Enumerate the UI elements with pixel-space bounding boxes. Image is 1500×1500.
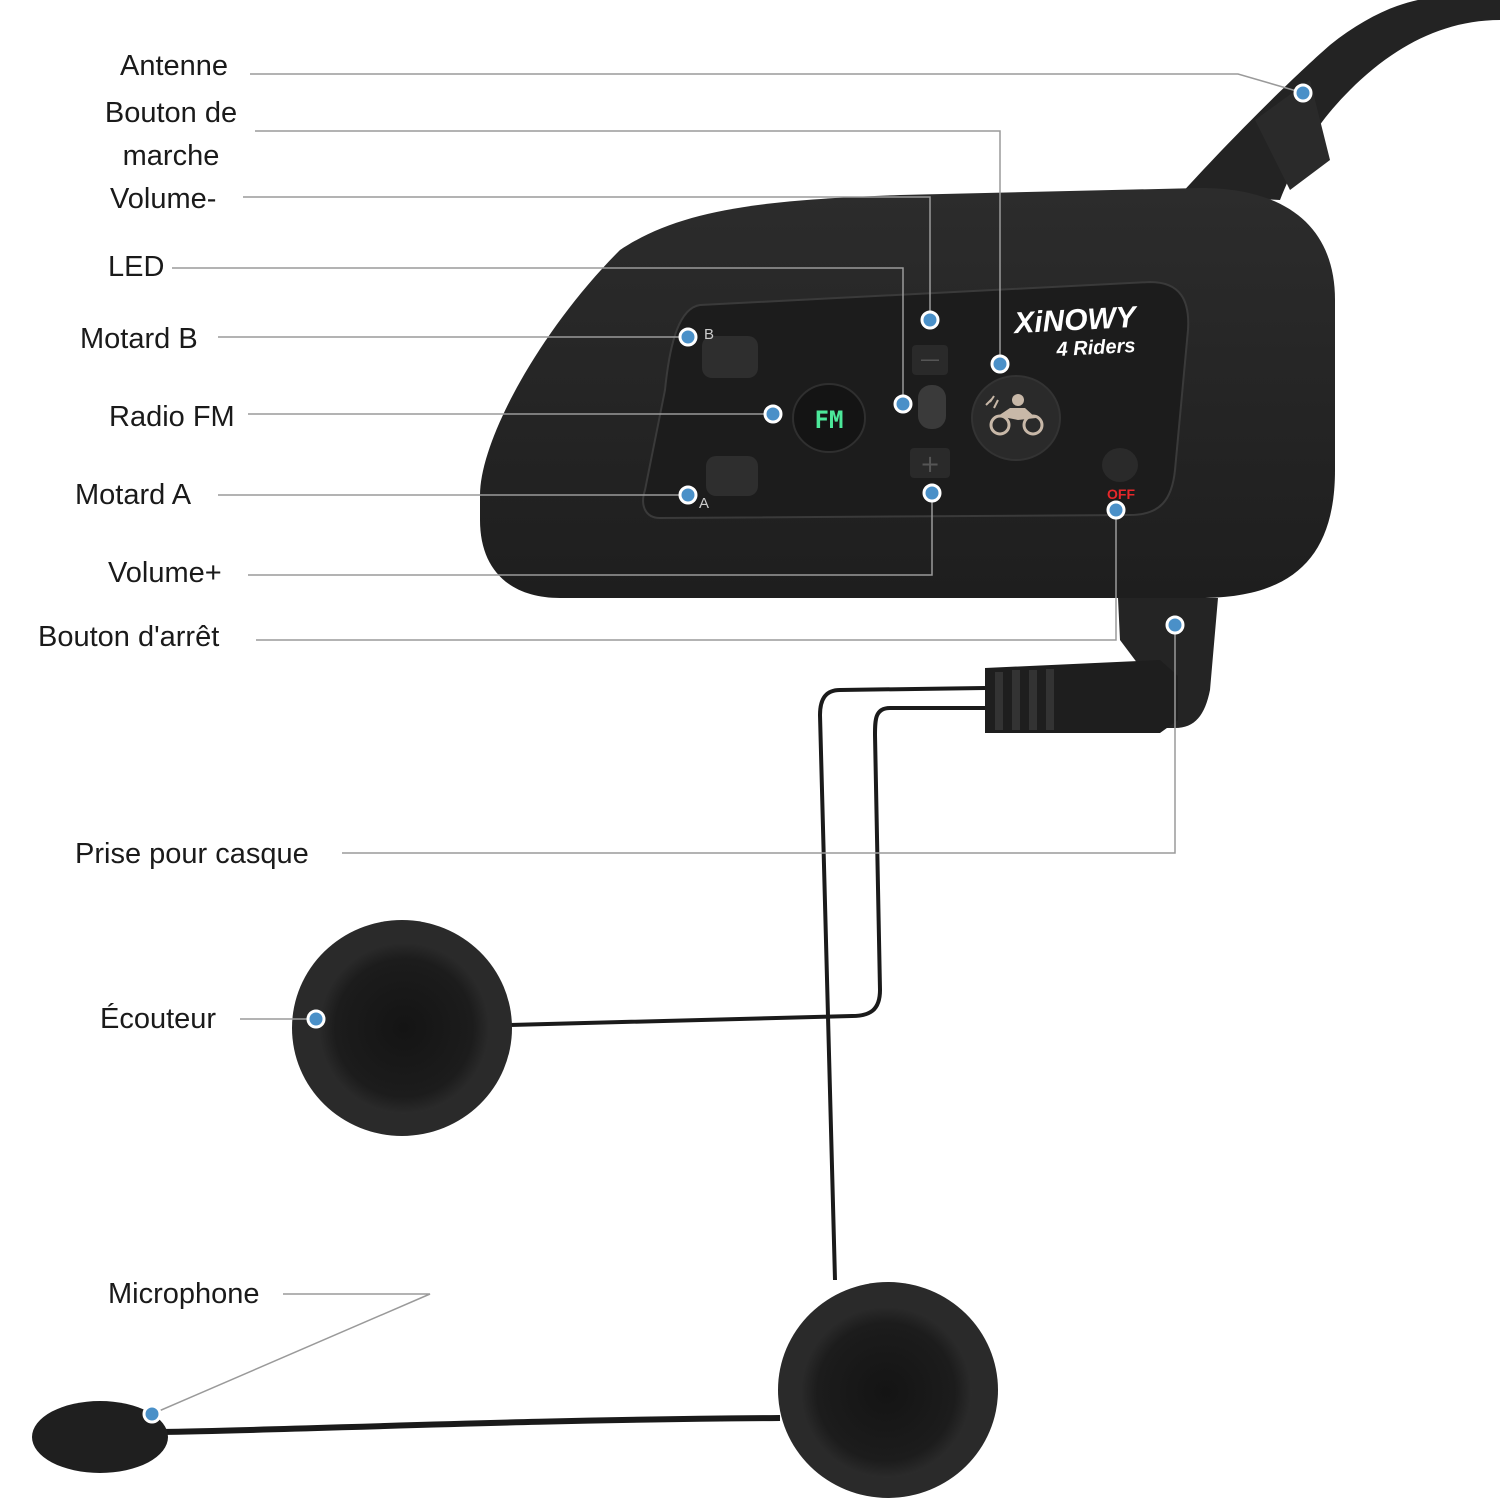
key-a-label: A [699, 495, 709, 512]
key-b-label: B [704, 326, 714, 343]
dot-led [893, 394, 913, 414]
antenna [1180, 0, 1500, 200]
label-bouton-marche: Bouton de marche [104, 97, 238, 172]
plus-glyph: + [920, 450, 940, 478]
label-volume-minus: Volume- [110, 183, 217, 215]
microphone-boom [159, 1415, 781, 1435]
label-radio-fm: Radio FM [109, 401, 235, 433]
label-motard-b: Motard B [80, 323, 198, 355]
brand-logo: XiNOWY [1011, 301, 1139, 341]
dot-volume-minus [920, 310, 940, 330]
earpiece-speaker [292, 920, 512, 1136]
motard-a-button[interactable] [706, 456, 758, 496]
callout-dots [142, 83, 1313, 1424]
dot-bouton-marche [990, 354, 1010, 374]
dot-motard-a [678, 485, 698, 505]
label-led: LED [108, 251, 165, 283]
dot-motard-b [678, 327, 698, 347]
volume-minus-button[interactable] [912, 345, 948, 375]
model-label: 4 Riders [1055, 335, 1136, 361]
volume-plus-button[interactable] [910, 448, 950, 478]
off-button[interactable] [1102, 448, 1138, 482]
fm-label: FM [815, 406, 844, 434]
dot-volume-plus [922, 483, 942, 503]
label-microphone: Microphone [108, 1278, 260, 1310]
motard-b-button[interactable] [702, 336, 758, 378]
second-speaker [778, 1282, 998, 1498]
dot-bouton-arret [1106, 500, 1126, 520]
callout-lines [151, 73, 1301, 1415]
label-motard-a: Motard A [75, 479, 192, 511]
dot-antenne [1293, 83, 1313, 103]
antenna-joint [1255, 80, 1330, 190]
speaker-cable-2 [509, 706, 985, 1027]
fm-button[interactable] [792, 383, 866, 453]
off-label: OFF [1107, 486, 1135, 502]
dot-radio-fm [763, 404, 783, 424]
dot-prise-casque [1165, 615, 1185, 635]
led-indicator [918, 385, 946, 429]
front-panel [642, 280, 1190, 520]
label-volume-plus: Volume+ [108, 557, 222, 589]
motorcycle-rider-icon [985, 394, 1044, 436]
jack-socket [1118, 598, 1218, 728]
speaker-cable-1 [817, 686, 986, 1281]
label-prise-casque: Prise pour casque [75, 838, 309, 870]
dot-microphone [142, 1404, 162, 1424]
microphone-foam [32, 1401, 168, 1473]
minus-glyph: — [920, 347, 940, 371]
label-ecouteur: Écouteur [100, 1003, 217, 1035]
dot-ecouteur [306, 1009, 326, 1029]
label-antenne: Antenne [120, 50, 229, 82]
headset-plug [985, 660, 1178, 733]
label-bouton-arret: Bouton d'arrêt [38, 621, 220, 653]
